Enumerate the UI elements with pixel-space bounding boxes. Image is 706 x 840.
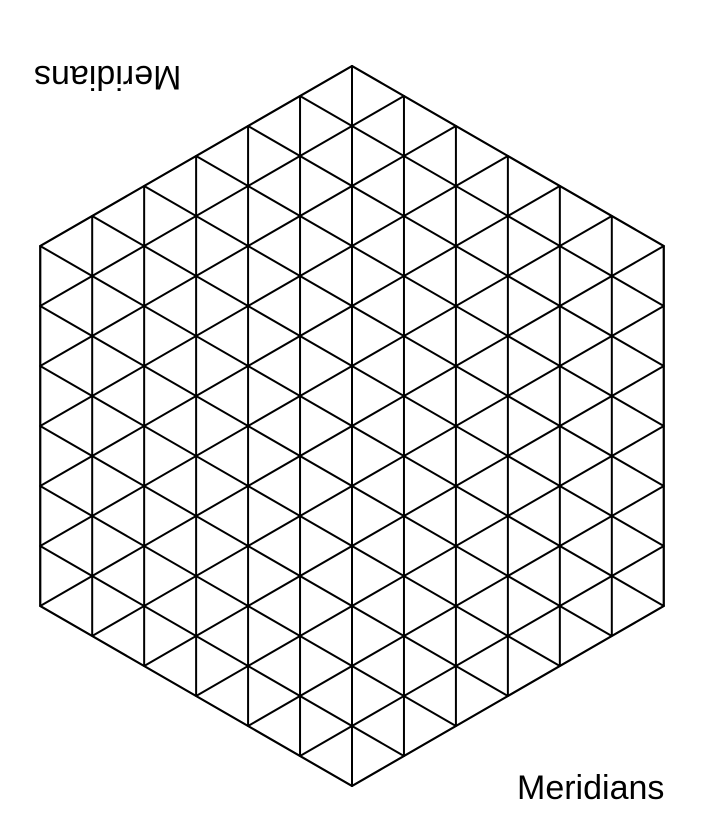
diagonal-grid-line-down-31 bbox=[39, 425, 509, 697]
diagonal-grid-line-down-35 bbox=[39, 545, 405, 757]
diagonal-grid-line-down-19 bbox=[195, 155, 665, 427]
diagonal-grid-line-down-29 bbox=[39, 365, 561, 667]
flipped-meridians-label: Meridians bbox=[34, 58, 182, 96]
diagonal-grid-line-up-28 bbox=[91, 305, 665, 637]
diagonal-grid-line-down-27 bbox=[39, 305, 613, 637]
diagonal-grid-line-up-32 bbox=[195, 425, 665, 697]
diagonal-grid-line-up-24 bbox=[39, 215, 613, 547]
diagonal-grid-line-up-20 bbox=[39, 155, 509, 427]
diagonal-grid-line-up-30 bbox=[143, 365, 665, 667]
diagonal-grid-line-up-36 bbox=[299, 545, 665, 757]
diagonal-grid-line-up-16 bbox=[39, 95, 405, 307]
meridians-label: Meridians bbox=[517, 769, 665, 807]
diagonal-grid-line-down-23 bbox=[91, 215, 665, 547]
diagonal-grid-line-up-34 bbox=[247, 485, 665, 727]
diagonal-grid-line-down-15 bbox=[299, 95, 665, 307]
diagonal-grid-line-down-33 bbox=[39, 485, 457, 727]
hexagon-outline bbox=[39, 64, 665, 788]
